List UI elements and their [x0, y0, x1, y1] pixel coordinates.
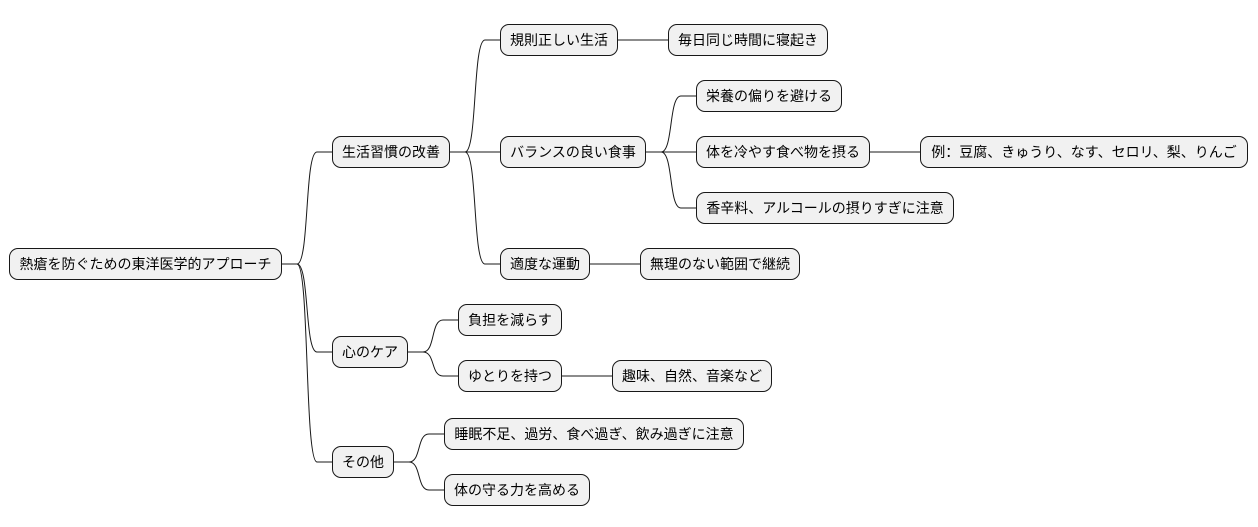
node-reduce-burden: 負担を減らす	[458, 304, 562, 336]
connector-b0	[282, 151, 332, 265]
connector-b2	[282, 263, 332, 463]
node-same-time-sleep-wake: 毎日同じ時間に寝起き	[668, 24, 828, 56]
connector-b1	[282, 263, 332, 353]
node-avoid-overexertion: 睡眠不足、過労、食べ過ぎ、飲み過ぎに注意	[444, 418, 744, 450]
node-moderate-exercise: 適度な運動	[500, 248, 590, 280]
node-continue-within-limits: 無理のない範囲で継続	[640, 248, 800, 280]
branch-others: その他	[332, 446, 394, 478]
connector-b2-1	[394, 461, 444, 491]
root-node: 熱瘡を防ぐための東洋医学的アプローチ	[9, 248, 282, 280]
node-balanced-diet: バランスの良い食事	[500, 136, 646, 168]
connector-b2-0	[394, 433, 444, 463]
node-regular-life: 規則正しい生活	[500, 24, 618, 56]
node-boost-immunity: 体の守る力を高める	[444, 474, 590, 506]
node-hobbies-nature-music: 趣味、自然、音楽など	[612, 360, 772, 392]
connector-b0-1-0	[646, 95, 696, 153]
node-avoid-nutrition-imbalance: 栄養の偏りを避ける	[696, 80, 842, 112]
node-have-leeway: ゆとりを持つ	[458, 360, 562, 392]
node-cooling-food-examples: 例：豆腐、きゅうり、なす、セロリ、梨、りんご	[920, 136, 1248, 168]
connector-b0-0	[450, 39, 500, 153]
connector-b1-1	[408, 351, 458, 377]
connector-b0-1-2	[646, 151, 696, 209]
connector-b1-0	[408, 319, 458, 353]
node-limit-spices-alcohol: 香辛料、アルコールの摂りすぎに注意	[696, 192, 954, 224]
connector-b0-2	[450, 151, 500, 265]
branch-lifestyle-improvement: 生活習慣の改善	[332, 136, 450, 168]
node-eat-cooling-foods: 体を冷やす食べ物を摂る	[696, 136, 870, 168]
branch-mind-care: 心のケア	[332, 336, 408, 368]
